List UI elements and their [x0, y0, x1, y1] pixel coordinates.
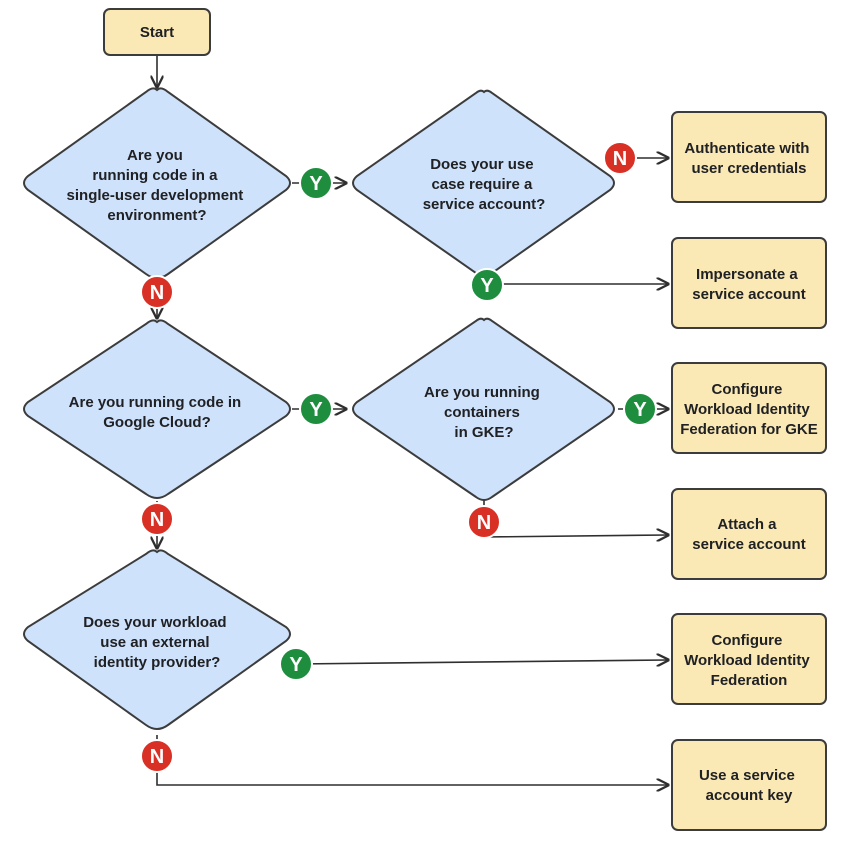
outcome-line: Workload Identity	[684, 652, 810, 669]
svg-text:Are you running code in: Are you running code in a single-user de…	[67, 147, 248, 224]
decision-line: service account?	[423, 196, 546, 213]
decision-line: Are you running	[424, 384, 540, 401]
decision-external-identity-provider: Does your workload use an external ident…	[23, 549, 291, 730]
decision-line: single-user development	[67, 187, 244, 204]
yes-badge: Y	[299, 166, 333, 200]
svg-text:N: N	[150, 746, 164, 768]
svg-text:Impersonate a service ac: Impersonate a service account	[692, 266, 805, 303]
svg-text:Are you running code in: Are you running code in Google Cloud?	[69, 394, 246, 431]
svg-text:Are you running containe: Are you running containers in GKE?	[424, 384, 544, 441]
no-badge: N	[467, 505, 501, 539]
connector-q5-yes-to-wif	[295, 660, 668, 664]
decision-line: identity provider?	[94, 654, 221, 671]
svg-text:N: N	[613, 148, 627, 170]
decision-line: Are you	[127, 147, 183, 164]
svg-text:Y: Y	[480, 275, 494, 297]
decision-service-account-required: Does your use case require a service acc…	[352, 89, 615, 277]
yes-badge: Y	[470, 268, 504, 302]
connector-q5-no-to-key	[156, 735, 668, 785]
decision-line: case require a	[431, 176, 533, 193]
outcome-line: Workload Identity	[684, 401, 810, 418]
svg-text:Does your workload use a: Does your workload use an external ident…	[83, 614, 231, 671]
decision-line: running code in a	[92, 167, 218, 184]
outcome-line: user credentials	[691, 160, 806, 177]
outcome-wif: Configure Workload Identity Federation	[671, 613, 827, 705]
yes-badge: Y	[623, 392, 657, 426]
outcome-line: Use a service	[699, 767, 795, 784]
outcome-line: Authenticate with	[684, 140, 809, 157]
outcome-line: Federation	[711, 672, 788, 689]
svg-text:Attach a service account: Attach a service account	[692, 516, 805, 553]
svg-text:N: N	[477, 512, 491, 534]
yes-badge: Y	[299, 392, 333, 426]
svg-text:Y: Y	[633, 399, 647, 421]
svg-text:Y: Y	[309, 173, 323, 195]
outcome-attach: Attach a service account	[671, 488, 827, 580]
decision-line: use an external	[100, 634, 209, 651]
svg-text:N: N	[150, 509, 164, 531]
connector-q4-no-to-attach	[483, 500, 668, 537]
outcome-line: Attach a	[717, 516, 777, 533]
badges: Y N Y N Y Y N N	[140, 141, 657, 773]
outcome-user-credentials: Authenticate with user credentials	[671, 111, 827, 203]
outcome-wif-gke: Configure Workload Identity Federation f…	[671, 362, 827, 454]
outcome-line: Configure	[712, 632, 783, 649]
outcome-line: account key	[706, 787, 793, 804]
outcome-impersonate: Impersonate a service account	[671, 237, 827, 329]
svg-text:Authenticate with user c: Authenticate with user credentials	[684, 140, 813, 177]
no-badge: N	[140, 739, 174, 773]
decision-line: Does your workload	[83, 614, 226, 631]
decision-line: Does your use	[430, 156, 533, 173]
yes-badge: Y	[279, 647, 313, 681]
start-node: Start	[103, 8, 211, 56]
decision-google-cloud: Are you running code in Google Cloud?	[23, 319, 291, 499]
svg-text:Y: Y	[309, 399, 323, 421]
svg-text:Use a service account ke: Use a service account key	[699, 767, 799, 804]
decision-line: containers	[444, 404, 520, 421]
outcome-line: Configure	[712, 381, 783, 398]
no-badge: N	[603, 141, 637, 175]
no-badge: N	[140, 275, 174, 309]
outcome-service-account-key: Use a service account key	[671, 739, 827, 831]
decision-line: in GKE?	[454, 424, 513, 441]
svg-text:Configure Workload Ident: Configure Workload Identity Federation	[684, 632, 814, 689]
svg-text:N: N	[150, 282, 164, 304]
svg-text:Configure Workload Ident: Configure Workload Identity Federation f…	[680, 381, 818, 438]
decision-line: Google Cloud?	[103, 414, 210, 431]
outcome-line: Federation for GKE	[680, 421, 818, 438]
outcome-line: service account	[692, 536, 805, 553]
outcome-line: service account	[692, 286, 805, 303]
decision-gke-containers: Are you running containers in GKE?	[352, 317, 615, 501]
svg-text:Start: Start	[140, 24, 174, 41]
outcome-line: Impersonate a	[696, 266, 798, 283]
svg-text:Does your use case requi: Does your use case require a service acc…	[423, 156, 546, 213]
decision-single-user-environment: Are you running code in a single-user de…	[23, 87, 291, 279]
no-badge: N	[140, 502, 174, 536]
decision-line: environment?	[107, 207, 206, 224]
decision-line: Are you running code in	[69, 394, 242, 411]
svg-text:Y: Y	[289, 654, 303, 676]
start-label: Start	[140, 24, 174, 41]
